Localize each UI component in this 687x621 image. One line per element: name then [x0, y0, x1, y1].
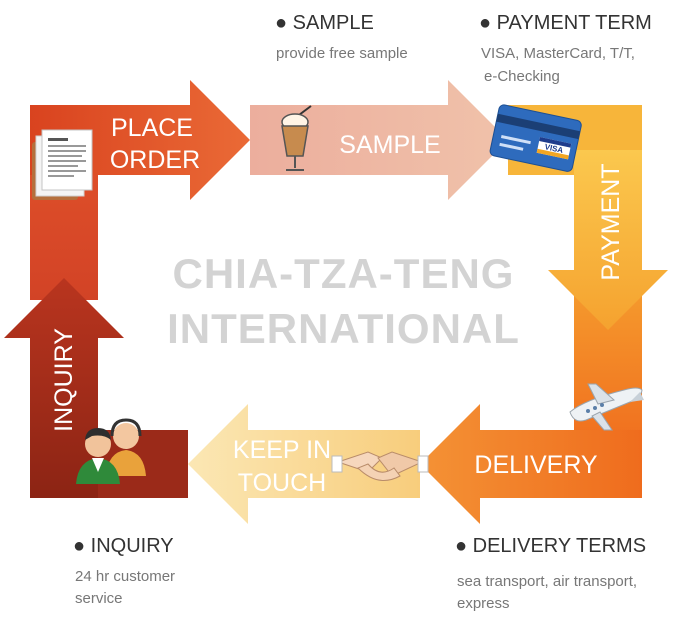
step-sample: SAMPLE	[339, 131, 440, 159]
delivery-arrow	[420, 404, 642, 524]
sample-note-body: provide free sample	[276, 45, 408, 62]
airplane-icon	[569, 383, 644, 431]
payment-term-note-line2: e-Checking	[484, 68, 560, 85]
step-place-order-line2: ORDER	[110, 146, 200, 174]
inquiry-note-line2: service	[75, 590, 123, 607]
step-place-order-line1: PLACE	[111, 114, 193, 142]
step-keep-in-touch-line1: KEEP IN	[233, 436, 331, 464]
card-brand-text: VISA	[544, 142, 564, 155]
company-name-line2: INTERNATIONAL	[167, 305, 520, 352]
credit-card-icon: VISA	[489, 104, 582, 172]
step-inquiry: INQUIRY	[50, 328, 78, 432]
step-keep-in-touch-line2: TOUCH	[238, 469, 326, 497]
step-payment: PAYMENT	[597, 163, 625, 280]
company-name-line1: CHIA-TZA-TENG	[172, 250, 515, 297]
step-delivery: DELIVERY	[474, 451, 598, 479]
payment-arrow	[548, 150, 668, 330]
sample-note-title: ● SAMPLE	[275, 12, 374, 34]
document-icon	[32, 129, 93, 200]
keep-in-touch-arrow	[188, 404, 420, 524]
sample-arrow	[250, 80, 508, 200]
delivery-terms-note-line1: sea transport, air transport,	[457, 573, 638, 590]
delivery-terms-note-title: ● DELIVERY TERMS	[455, 535, 647, 557]
milkshake-icon	[281, 105, 312, 171]
inquiry-note-line1: 24 hr customer	[75, 568, 176, 585]
inquiry-note-title: ● INQUIRY	[73, 535, 174, 557]
payment-term-note-line1: VISA, MasterCard, T/T,	[481, 45, 635, 62]
handshake-icon	[331, 451, 429, 481]
payment-term-note-title: ● PAYMENT TERM	[479, 12, 652, 34]
delivery-terms-note-line2: express	[457, 595, 510, 612]
customer-service-icon	[76, 418, 146, 484]
